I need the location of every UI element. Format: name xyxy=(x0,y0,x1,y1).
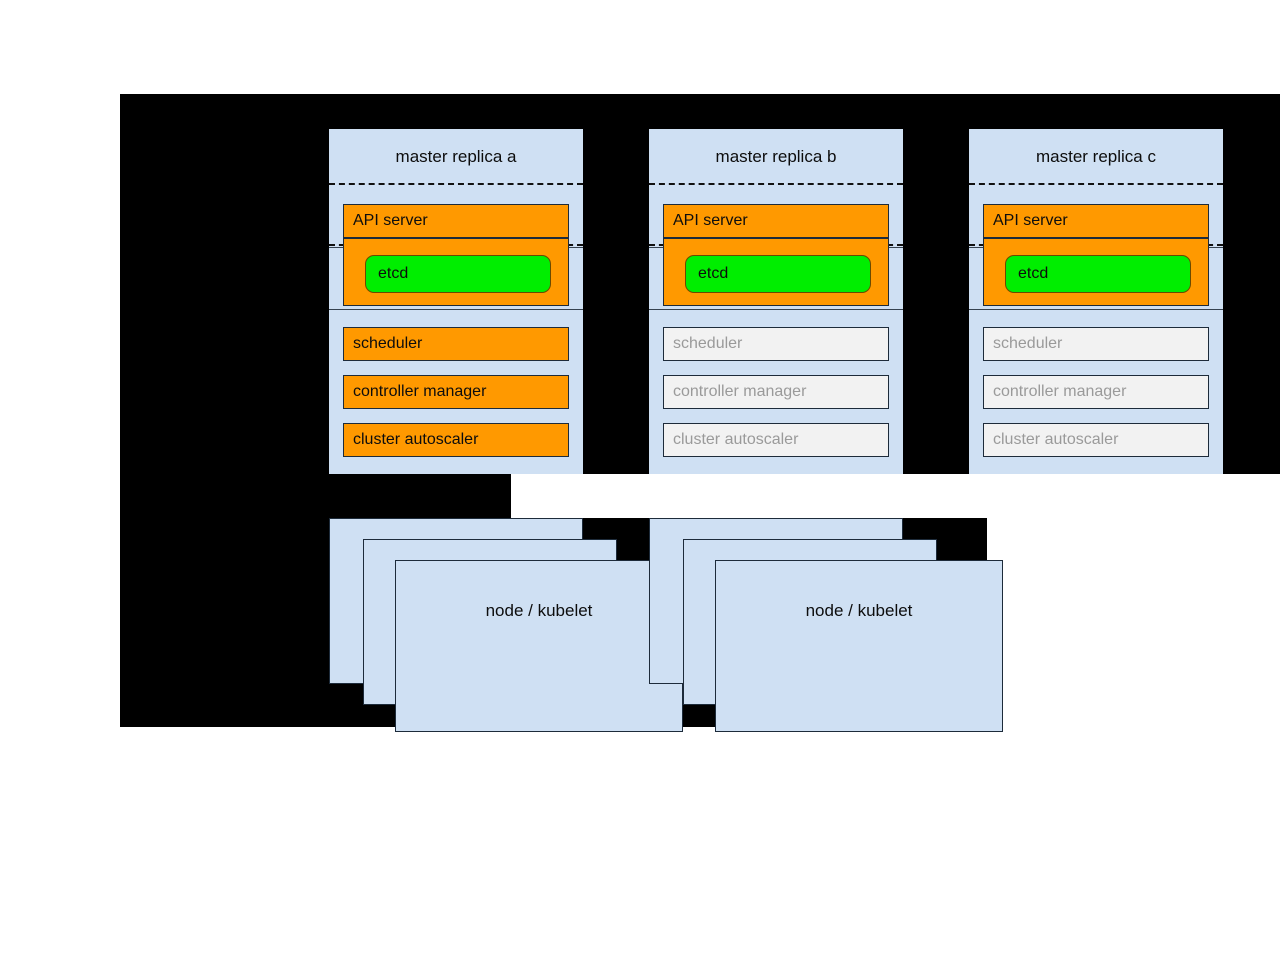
node-card-front[interactable]: node / kubelet xyxy=(395,560,683,732)
replica-a-cluster-autoscaler[interactable]: cluster autoscaler xyxy=(343,423,569,457)
node-group-2-label: node / kubelet xyxy=(805,601,913,620)
replica-a-scheduler-label: scheduler xyxy=(353,335,423,352)
node-group-1-label: node / kubelet xyxy=(485,601,593,620)
replica-c-etcd-band-bottom-rule xyxy=(969,309,1223,310)
replica-b-controller-manager-label: controller manager xyxy=(673,383,807,400)
replica-c-cluster-autoscaler[interactable]: cluster autoscaler xyxy=(983,423,1209,457)
node-card-front[interactable]: node / kubelet xyxy=(715,560,1003,732)
replica-b-api-server-label: API server xyxy=(673,212,748,229)
replica-b-etcd-band-bottom-rule xyxy=(649,309,903,310)
replica-a-cluster-autoscaler-label: cluster autoscaler xyxy=(353,431,479,448)
replica-a-etcd[interactable]: etcd xyxy=(365,255,551,293)
replica-c-controller-manager[interactable]: controller manager xyxy=(983,375,1209,409)
master-replica-a-title: master replica a xyxy=(395,147,517,166)
replica-b-etcd-label: etcd xyxy=(698,265,729,282)
replica-b-api-server[interactable]: API server xyxy=(663,204,889,238)
replica-c-etcd[interactable]: etcd xyxy=(1005,255,1191,293)
master-replica-b[interactable]: master replica b API server etcd schedul… xyxy=(649,129,903,474)
replica-c-api-server[interactable]: API server xyxy=(983,204,1209,238)
replica-c-cluster-autoscaler-label: cluster autoscaler xyxy=(993,431,1119,448)
canvas-gap xyxy=(511,474,1280,518)
replica-b-cluster-autoscaler[interactable]: cluster autoscaler xyxy=(663,423,889,457)
replica-c-scheduler-label: scheduler xyxy=(993,335,1063,352)
replica-b-cluster-autoscaler-label: cluster autoscaler xyxy=(673,431,799,448)
replica-a-api-server[interactable]: API server xyxy=(343,204,569,238)
replica-c-scheduler[interactable]: scheduler xyxy=(983,327,1209,361)
replica-a-api-server-label: API server xyxy=(353,212,428,229)
replica-c-etcd-label: etcd xyxy=(1018,265,1049,282)
replica-a-scheduler[interactable]: scheduler xyxy=(343,327,569,361)
replica-c-dashed-separator-top xyxy=(969,183,1223,185)
replica-b-controller-manager[interactable]: controller manager xyxy=(663,375,889,409)
replica-c-controller-manager-label: controller manager xyxy=(993,383,1127,400)
replica-a-etcd-label: etcd xyxy=(378,265,409,282)
replica-a-dashed-separator-top xyxy=(329,183,583,185)
master-replica-b-title: master replica b xyxy=(715,147,837,166)
master-replica-a[interactable]: master replica a API server etcd schedul… xyxy=(329,129,583,474)
replica-c-api-server-label: API server xyxy=(993,212,1068,229)
replica-a-controller-manager[interactable]: controller manager xyxy=(343,375,569,409)
replica-b-scheduler-label: scheduler xyxy=(673,335,743,352)
master-replica-c-title: master replica c xyxy=(1036,147,1156,166)
replica-a-etcd-band-bottom-rule xyxy=(329,309,583,310)
master-replica-c[interactable]: master replica c API server etcd schedul… xyxy=(969,129,1223,474)
replica-a-controller-manager-label: controller manager xyxy=(353,383,487,400)
replica-b-dashed-separator-top xyxy=(649,183,903,185)
replica-b-scheduler[interactable]: scheduler xyxy=(663,327,889,361)
replica-b-etcd[interactable]: etcd xyxy=(685,255,871,293)
